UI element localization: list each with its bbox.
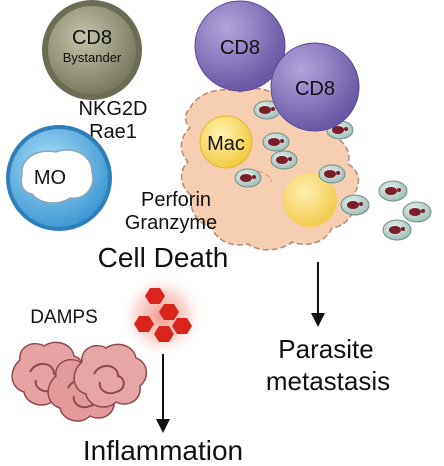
damp-molecule (172, 318, 192, 334)
damp-molecule (145, 288, 165, 304)
neutrophil-cells (11, 341, 148, 422)
cd8-bottom-label: CD8 (295, 78, 335, 100)
cell-death-label: Cell Death (98, 242, 229, 273)
macrophage-nucleus-2 (283, 173, 337, 227)
damp-molecule (159, 304, 179, 320)
mo-label: MO (34, 167, 66, 189)
parasite (340, 194, 370, 216)
perforin-label: Perforin (141, 189, 211, 211)
damp-molecule (134, 316, 154, 332)
parasite (378, 180, 408, 202)
parasite (318, 164, 346, 184)
cd8-cell-top: CD8 (194, 0, 286, 92)
parasite (270, 150, 298, 170)
damps-molecules (120, 274, 204, 358)
parasite (402, 201, 432, 223)
parasite (382, 219, 412, 241)
parasite (262, 132, 290, 152)
rae1-label: Rae1 (89, 121, 137, 143)
mac-label: Mac (207, 133, 245, 155)
cd8-bystander-label: CD8 (72, 27, 112, 49)
damps-label: DAMPS (30, 307, 98, 328)
metastasis-label: metastasis (266, 366, 390, 396)
damp-molecule (154, 326, 174, 342)
cd8-bystander-cell: CD8 Bystander (42, 0, 142, 100)
bystander-label: Bystander (63, 50, 122, 65)
granzyme-label: Granzyme (125, 212, 217, 234)
neutrophil (73, 343, 148, 408)
parasite-label: Parasite (278, 334, 373, 364)
cd8-cell-bottom: CD8 (270, 42, 360, 132)
cd8-top-label: CD8 (220, 37, 260, 59)
nkg2d-label: NKG2D (79, 98, 148, 120)
parasite (234, 168, 262, 188)
inflammation-label: Inflammation (83, 435, 243, 466)
monocyte-cell: MO (6, 125, 112, 231)
macrophage-nucleus: Mac (199, 115, 253, 169)
